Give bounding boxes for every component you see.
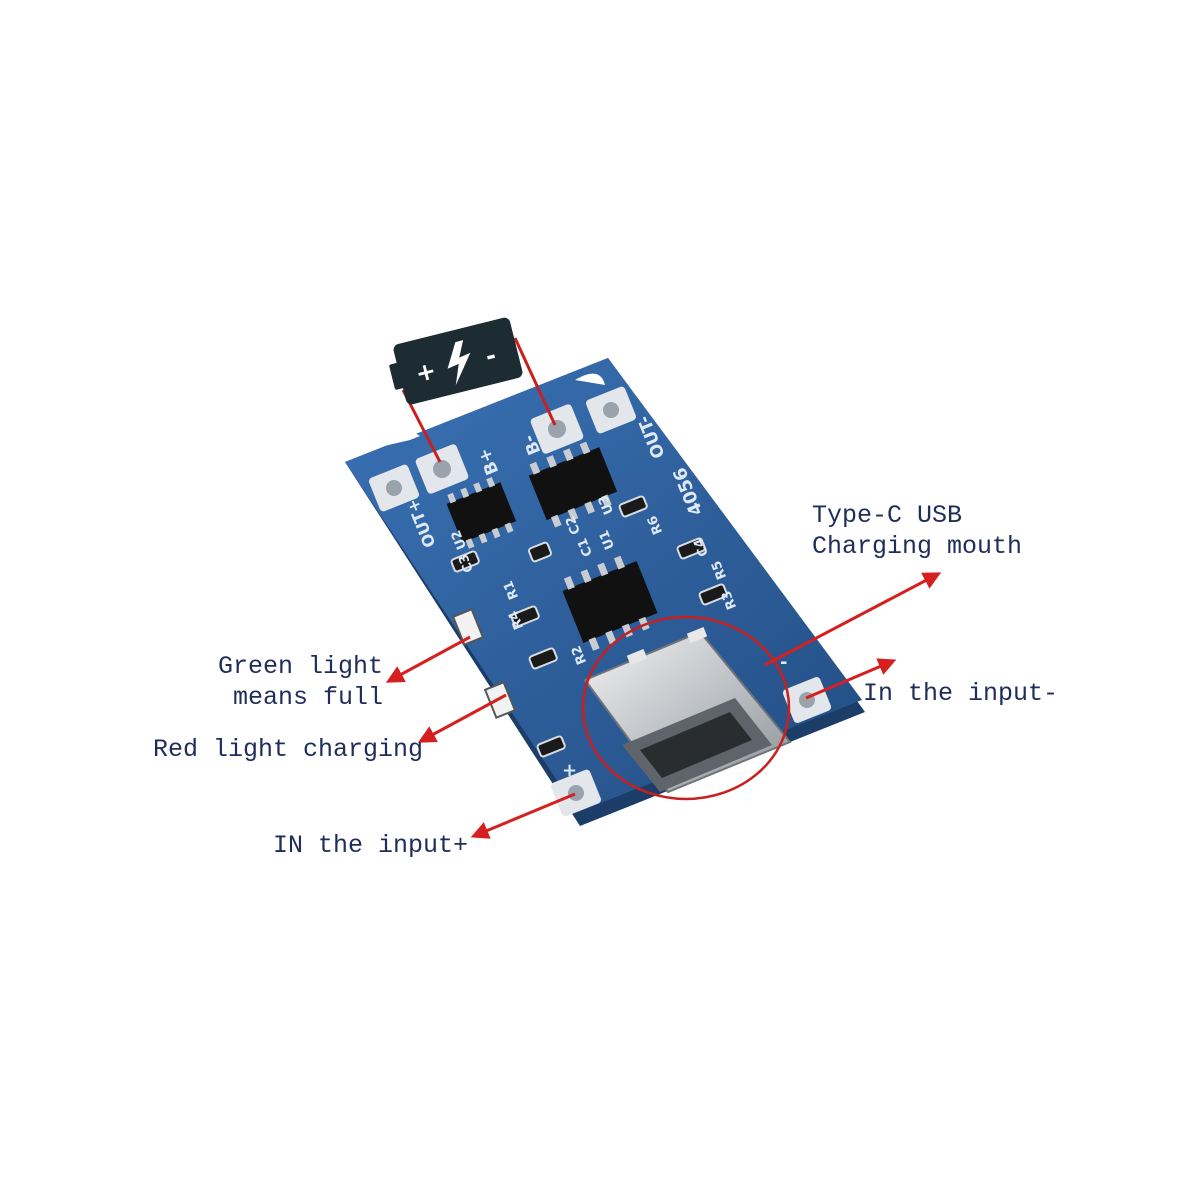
label-r4: R4: [506, 608, 527, 631]
label-r3: R3: [719, 588, 740, 611]
label-r5: R5: [709, 558, 730, 581]
label-type-c-line1: Type-C USB: [812, 501, 963, 530]
label-r2: R2: [569, 643, 590, 666]
label-red-light: Red light charging: [153, 735, 424, 764]
chip-u3: [528, 441, 618, 528]
label-c3: C3: [456, 552, 477, 575]
label-green-light-line2: means full: [233, 683, 384, 712]
passive-components: [450, 495, 728, 758]
label-c4: C4: [691, 536, 712, 559]
label-green-light: Green light means full: [218, 651, 383, 713]
chip-u2: [446, 477, 517, 549]
label-u2: U2: [449, 528, 470, 552]
arrow-in-plus: [470, 792, 576, 839]
label-c1: C1: [575, 536, 596, 559]
label-in-minus: -: [780, 652, 787, 673]
callout-arrows: [385, 572, 942, 839]
label-green-light-line1: Green light: [218, 652, 384, 681]
lightning-icon: [447, 340, 471, 386]
label-r6: R6: [645, 513, 666, 536]
arrow-red-light: [417, 693, 507, 743]
arrow-type-c: [764, 572, 942, 667]
label-c2: C2: [563, 514, 584, 537]
connector-highlight-circle: [581, 615, 791, 801]
chip-u1: [562, 555, 658, 651]
label-in-plus: +: [562, 760, 577, 781]
led-green: [451, 608, 485, 646]
label-r1: R1: [501, 578, 522, 601]
label-type-c-line2: Charging mouth: [812, 532, 1023, 561]
label-in-minus: In the input-: [863, 679, 1059, 708]
usb-type-c-connector: [583, 626, 792, 794]
arrow-green-light: [385, 635, 471, 683]
led-indicators: [451, 608, 517, 719]
chips: [446, 441, 658, 651]
label-u1: U1: [597, 528, 618, 552]
label-u3: U3: [596, 493, 617, 517]
label-type-c-usb: Type-C USB Charging mouth: [812, 500, 1022, 562]
arrow-in-minus: [805, 658, 897, 700]
label-in-plus: IN the input+: [273, 831, 469, 860]
solder-pads: [368, 386, 832, 817]
battery-symbol: + -: [389, 317, 557, 463]
